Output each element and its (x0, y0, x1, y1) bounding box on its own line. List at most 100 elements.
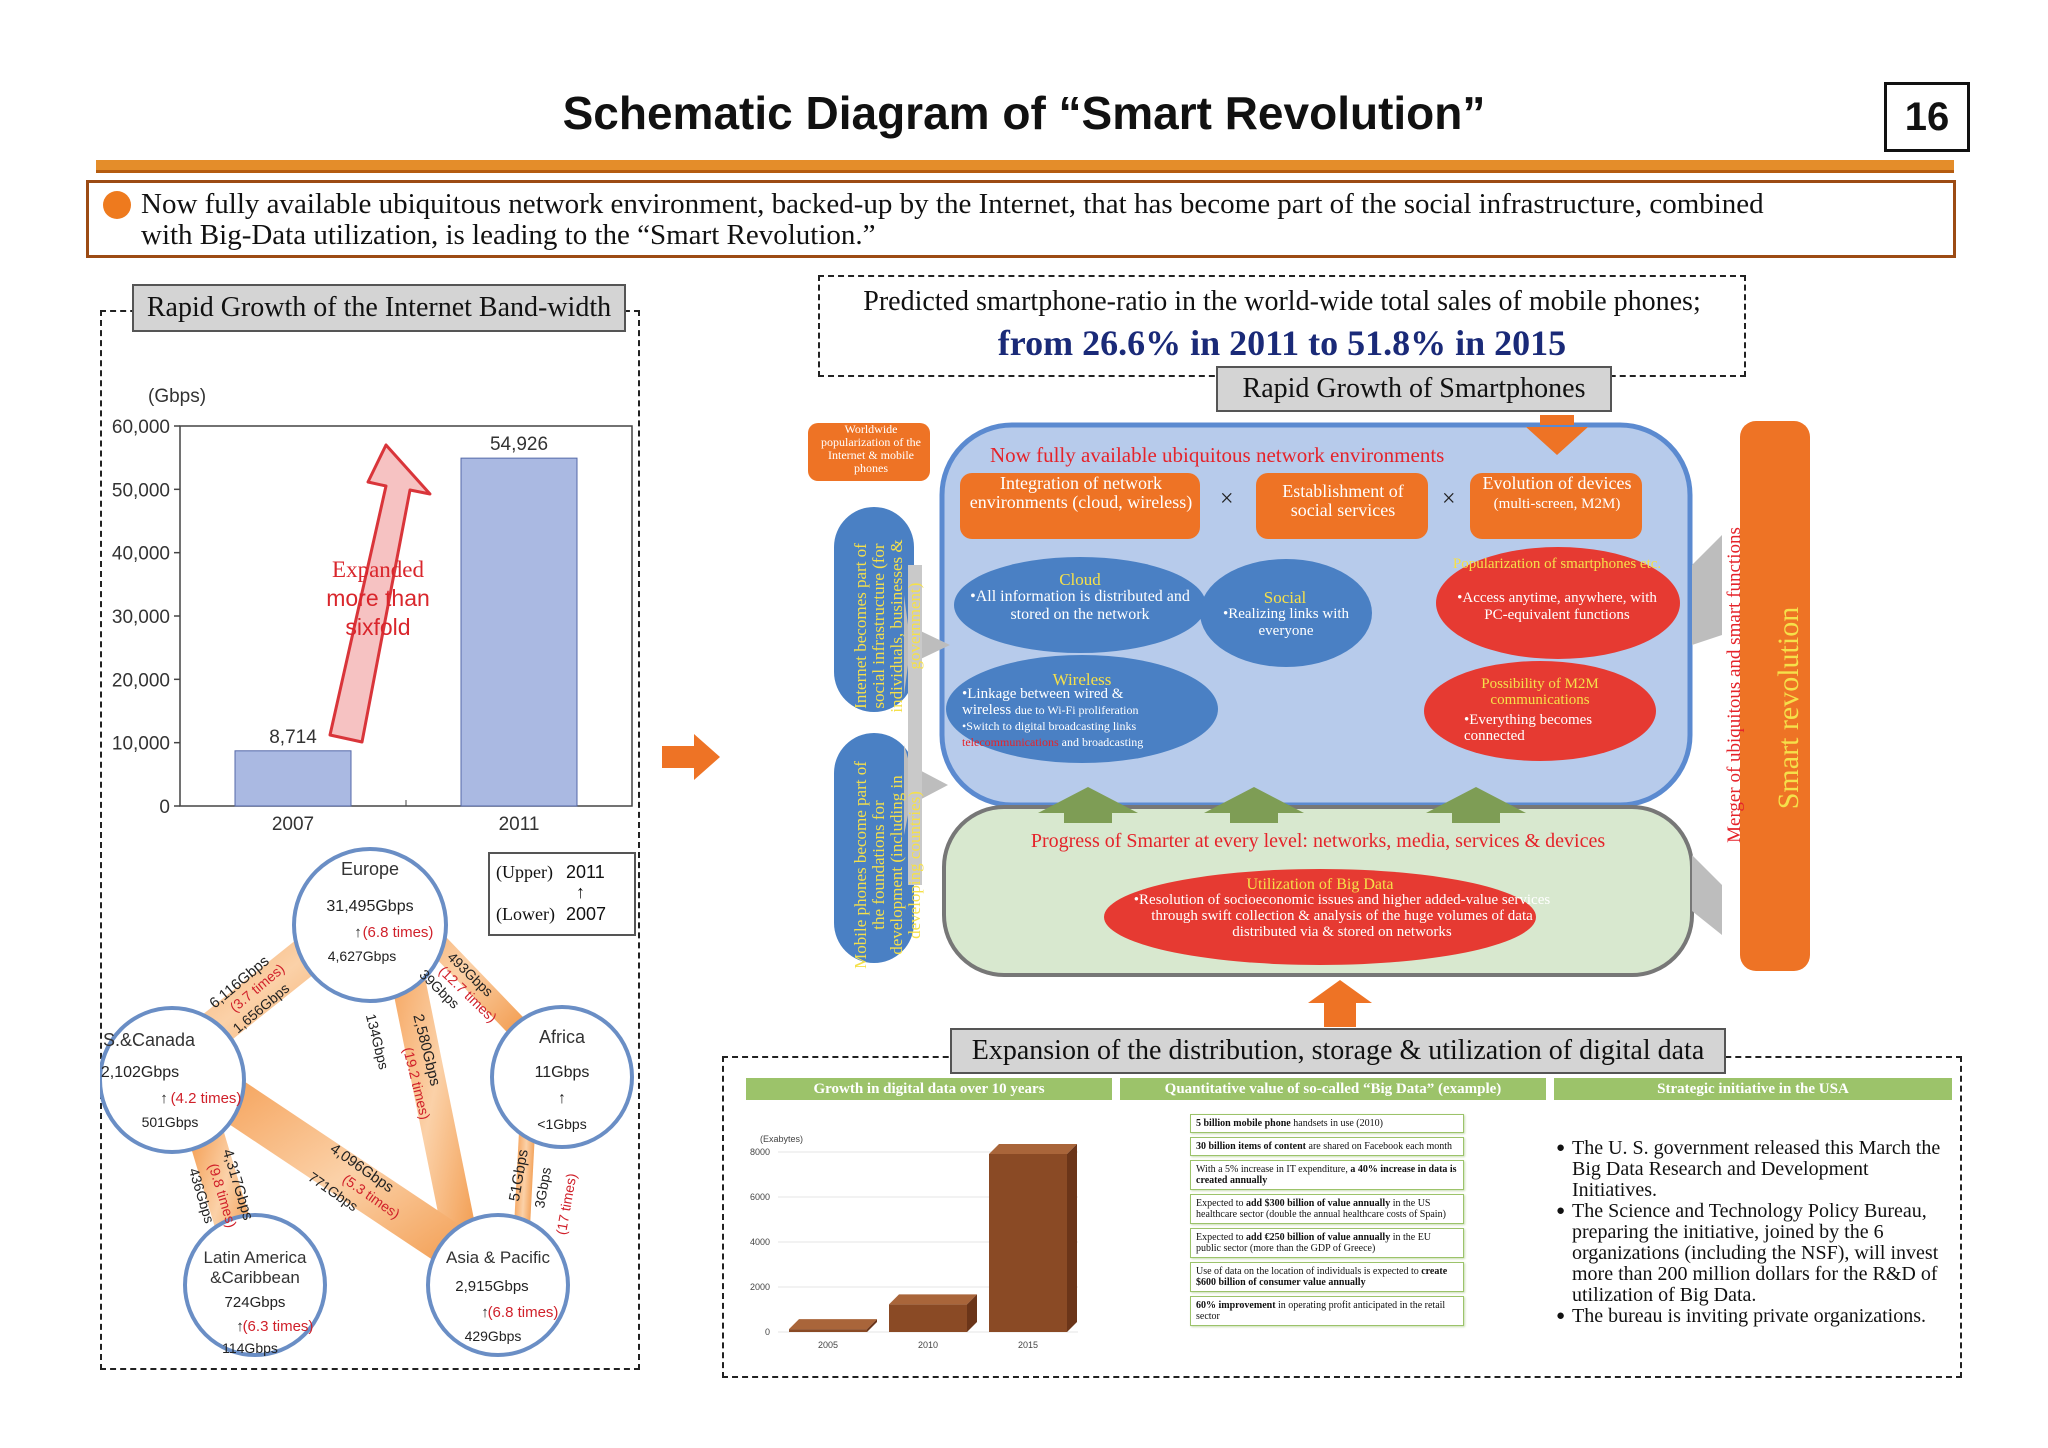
merger-text: Merger of ubiquitous and smart functions (1724, 527, 1745, 843)
times-1: × (1220, 486, 1234, 512)
value-rest: in the EU public sector (more than the G… (1196, 1232, 1432, 1254)
y-tick-label: 8000 (750, 1147, 770, 1157)
strategic-bullets: ●The U. S. government released this Marc… (1556, 1138, 1952, 1327)
up-arrow-3 (1426, 787, 1526, 823)
y-tick-label: 40,000 (112, 544, 170, 565)
link-afas-lower: 3Gbps (531, 1166, 554, 1209)
bar-2011 (460, 457, 578, 807)
smart-revolution-bar (1740, 421, 1810, 971)
page-number: 16 (1884, 82, 1970, 152)
x-tick-label: 2005 (818, 1340, 838, 1350)
left-pill-bottom (834, 733, 914, 963)
map-legend: (Upper) 2011 ↑ (Lower) 2007 (488, 852, 636, 936)
value-pre: Expected to (1196, 1232, 1246, 1243)
devices-text-main: Evolution of devices (1482, 473, 1632, 493)
uscanada-ratio: (4.2 times) (171, 1090, 242, 1107)
smartphones-ellipse (1436, 547, 1680, 659)
legend-upper: (Upper) (496, 862, 553, 882)
africa-upper: 11Gbps (535, 1064, 590, 1081)
intro-line-2: with Big-Data utilization, is leading to… (141, 219, 876, 251)
gray-arrow-left-1 (904, 595, 950, 695)
legend-arrow-icon: ↑ (576, 882, 585, 902)
digital-section-label: Expansion of the distribution, storage &… (950, 1028, 1726, 1074)
digital-chart-unit: (Exabytes) (760, 1134, 803, 1144)
x-tick-label: 2015 (1018, 1340, 1038, 1350)
social-services-box (1256, 473, 1428, 539)
latin-name-2: &Caribbean (210, 1268, 300, 1287)
bullet-icon: ● (1556, 1308, 1566, 1324)
down-arrow-top-head (1526, 427, 1588, 455)
green-panel-title: Progress of Smarter at every level: netw… (1030, 830, 1606, 852)
blue-panel-title: Now fully available ubiquitous network e… (990, 443, 1445, 467)
left-pill-bottom-text: Mobile phones become part of the foundat… (851, 761, 924, 969)
latin-name-1: Latin America (204, 1248, 308, 1267)
value-pre: Expected to (1196, 1198, 1246, 1209)
wireless-line-4b: and broadcasting (1061, 735, 1144, 749)
strategic-bullet: ●The U. S. government released this Marc… (1556, 1138, 1952, 1201)
gray-connector (908, 565, 922, 885)
wireless-line-3: •Switch to digital broadcasting links (962, 719, 1137, 733)
social-text: •Realizing links with everyone (1222, 606, 1350, 639)
asia-ratio: (6.8 times) (488, 1304, 559, 1321)
value-item: 30 billion items of content are shared o… (1190, 1137, 1464, 1156)
devices-box (1470, 473, 1642, 539)
bullet-icon: ● (1556, 1203, 1566, 1219)
value-bold: add $300 billion of value annually (1245, 1198, 1391, 1209)
bullet-icon: ● (1556, 1140, 1566, 1156)
chart-unit-label: (Gbps) (148, 386, 206, 407)
up-arrow-1 (1038, 787, 1138, 823)
left-pill-top (834, 507, 914, 712)
cloud-text: •All information is distributed and stor… (970, 588, 1190, 623)
europe-upper: 31,495Gbps (326, 898, 413, 915)
value-bold: add €250 billion of value annually (1245, 1232, 1391, 1243)
worldwide-text: Worldwide popularization of the Internet… (821, 422, 921, 475)
worldwide-box (808, 423, 930, 481)
y-tick-label: 0 (765, 1327, 770, 1337)
africa-arrow: ↑ (558, 1090, 566, 1107)
digital-bar-2015 (989, 1154, 1067, 1332)
value-item: Expected to add $300 billion of value an… (1190, 1194, 1464, 1224)
growth-arrow-text-3: sixfold (345, 614, 410, 640)
value-item: Expected to add €250 billion of value an… (1190, 1228, 1464, 1258)
bigdata-title: Utilization of Big Data (1246, 876, 1394, 893)
latin-ratio: (6.3 times) (243, 1318, 314, 1335)
m2m-title: Possibility of M2M communications (1481, 676, 1599, 708)
region-asia (426, 1213, 570, 1357)
legend-lower: (Lower) (496, 904, 555, 924)
value-pre: With a 5% increase in IT expenditure, (1196, 1164, 1351, 1175)
region-africa (490, 1005, 634, 1149)
uscanada-upper: 2,102Gbps (101, 1064, 179, 1081)
value-rest: in the US healthcare sector (double the … (1196, 1198, 1446, 1220)
asia-lower: 429Gbps (465, 1328, 522, 1344)
europe-name: Europe (341, 859, 399, 879)
y-tick-label: 0 (159, 797, 170, 818)
y-tick-label: 6000 (750, 1192, 770, 1202)
value-bold: 60% improvement (1196, 1300, 1276, 1311)
region-latin (183, 1213, 327, 1357)
up-arrow-bottom (1308, 980, 1372, 1027)
africa-name: Africa (539, 1027, 586, 1047)
gray-arrow-left-2 (904, 745, 948, 835)
growth-arrow-text-2: more than (326, 585, 430, 611)
smartphones-title: Popularization of smartphones etc. (1452, 556, 1662, 572)
bar-2007 (234, 750, 352, 807)
africa-lower: <1Gbps (537, 1116, 586, 1132)
growth-arrow-text-1: Expanded (332, 557, 424, 582)
europe-ratio: (6.8 times) (363, 924, 434, 941)
value-bold: 30 billion items of content (1196, 1141, 1306, 1152)
gray-arrow-right-2 (1692, 855, 1722, 935)
y-tick-label: 20,000 (112, 670, 170, 691)
y-tick-label: 4000 (750, 1237, 770, 1247)
value-item: 60% improvement in operating profit anti… (1190, 1296, 1464, 1326)
x-tick-label: 2010 (918, 1340, 938, 1350)
svg-text:↑: ↑ (354, 924, 362, 941)
digital-bar-2010 (889, 1304, 967, 1332)
uscanada-lower: 501Gbps (142, 1114, 199, 1130)
title-rule (96, 160, 1954, 173)
value-bold: a 40% increase in data is created annual… (1196, 1164, 1457, 1186)
wireless-line-4: telecommunications and broadcasting (962, 734, 1212, 750)
m2m-ellipse (1424, 661, 1656, 761)
smartphones-section-label: Rapid Growth of Smartphones (1216, 366, 1612, 412)
value-item: Use of data on the location of individua… (1190, 1262, 1464, 1292)
wireless-line-4a: telecommunications (962, 735, 1059, 749)
